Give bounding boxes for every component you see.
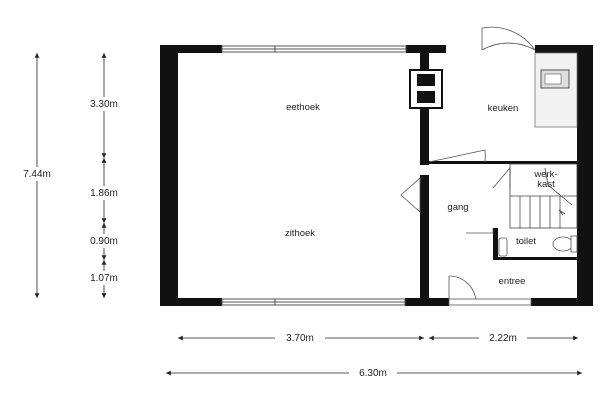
dim-horizontal-segment-1: 3.70m: [286, 333, 314, 344]
washbasin-icon: [498, 237, 508, 257]
room-labels: eethoek zithoek keuken gang werk- kast t…: [285, 102, 558, 287]
wall-toilet-left: [493, 228, 498, 260]
door-werkkast: [492, 166, 511, 189]
toilet-fixtures: [498, 235, 578, 257]
chimney: [409, 69, 443, 109]
wall-left: [160, 45, 178, 306]
staircase: [509, 163, 578, 229]
dim-vertical-segment-2: 1.86m: [90, 188, 118, 199]
wall-interior-lower: [420, 175, 429, 298]
wall-top-right: [535, 45, 593, 53]
label-eethoek: eethoek: [286, 102, 320, 113]
dimension-labels: 7.44m 3.30m 1.86m 0.90m 1.07m 3.70m 2.22…: [12, 97, 527, 379]
dim-vertical-total: 7.44m: [23, 169, 51, 180]
wall-toilet-bottom: [493, 257, 577, 260]
wall-top-left-stub: [160, 45, 222, 53]
kitchen-counter: [534, 52, 578, 128]
label-werkkast-2: kast: [537, 179, 555, 190]
wall-right: [577, 45, 593, 306]
dim-vertical-segment-4: 1.07m: [90, 273, 118, 284]
label-gang: gang: [447, 202, 468, 213]
dim-horizontal-total: 6.30m: [359, 368, 387, 379]
wall-kitchen-gang: [429, 161, 577, 164]
dim-vertical-segment-1: 3.30m: [90, 99, 118, 110]
door-top: [481, 42, 536, 51]
door-kitchen: [428, 149, 486, 163]
windows: [221, 45, 407, 306]
doors: [400, 26, 536, 306]
label-entree: entree: [499, 276, 526, 287]
wall-top-middle: [406, 45, 446, 53]
label-keuken: keuken: [488, 103, 519, 114]
toilet-bowl-icon: [552, 236, 574, 252]
dim-vertical-segment-3: 0.90m: [90, 236, 118, 247]
wall-bottom-right: [531, 298, 593, 306]
wall-bottom-left-stub: [160, 298, 222, 306]
door-living: [400, 177, 421, 213]
label-zithoek: zithoek: [285, 228, 315, 239]
wall-bottom-middle: [405, 298, 449, 306]
walls: [160, 45, 593, 306]
label-toilet: toilet: [516, 236, 536, 247]
dim-horizontal-segment-2: 2.22m: [489, 333, 517, 344]
label-werkkast-1: werk-: [533, 169, 557, 180]
door-toilet: [466, 228, 494, 234]
